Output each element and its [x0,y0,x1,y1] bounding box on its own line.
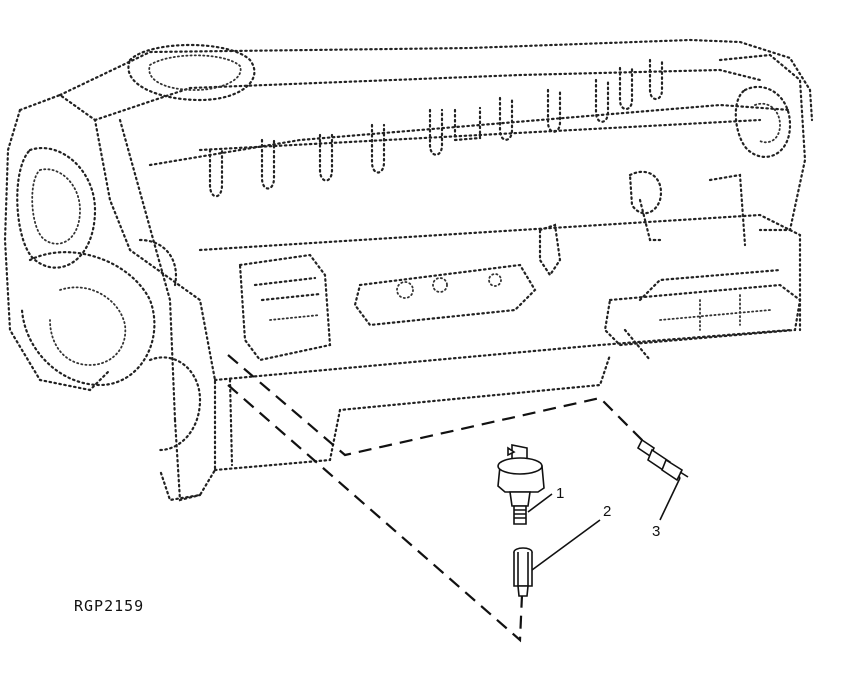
part-2-adapter-fitting [513,547,533,597]
part-1-pressure-switch [497,444,545,525]
callout-2-label: 2 [603,503,611,520]
callout-leaders [527,477,681,571]
callout-3-label: 3 [652,523,660,540]
callout-1-label: 1 [556,485,564,502]
assembly-leader-lines [227,354,681,643]
figure-code: RGP2159 [74,597,144,615]
engine-block [3,38,814,502]
part-3-sender-plug [636,438,689,482]
